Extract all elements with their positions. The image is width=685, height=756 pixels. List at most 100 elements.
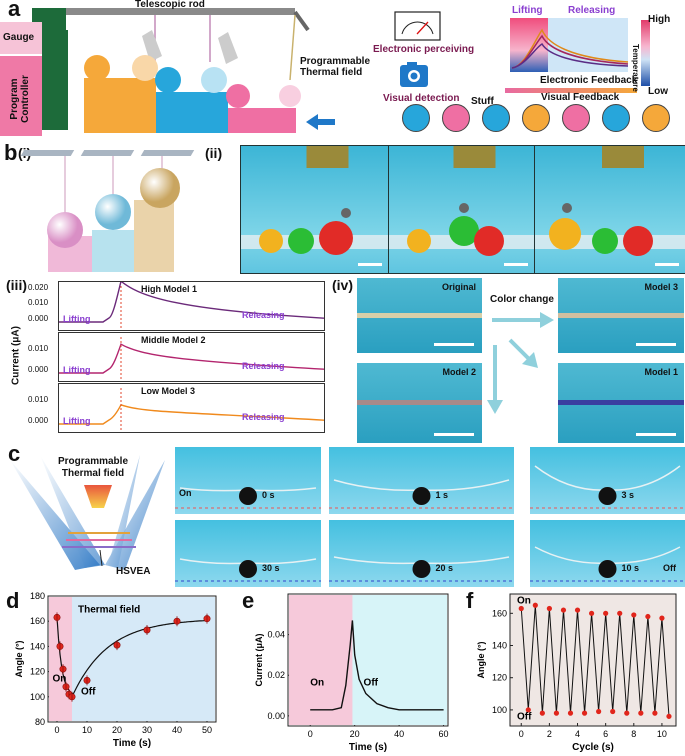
b-iii-trace-line [59,279,325,323]
c-time-label: 1 s [435,490,449,500]
c-thermal-field-label: Programmable Thermal field [57,456,129,479]
b-iii-ytick: 0.010 [28,344,49,353]
data-point [631,612,637,618]
scale-bar [504,263,528,266]
electronic-perceiving-label: Electronic perceiving [373,44,475,55]
c-photo-scene [329,556,514,582]
b-iii-trace-line [59,343,325,374]
thermal-region [72,597,215,721]
b-ii-photo-scene [389,146,534,256]
x-tick-label: 10 [657,729,667,739]
off-region [352,595,447,725]
data-point [581,710,588,716]
c-photo: 0 s On [175,447,321,514]
y-tick-label: 0.02 [267,670,285,680]
data-point [560,607,567,613]
color-change-label: Color change [490,294,554,305]
y-tick-label: 120 [30,667,45,677]
b-iv-photo-label: Model 1 [644,367,678,377]
c-photo-scene [530,465,685,509]
off-label: Off [81,686,96,697]
data-point [553,710,560,716]
x-tick-label: 50 [202,725,212,735]
data-point [645,613,651,620]
c-photo: 3 s [530,447,685,514]
program-controller-label: Program Controller [9,75,31,123]
c-time-label: 10 s [621,563,640,573]
off-label: Off [517,712,532,723]
data-point [532,602,538,608]
y-tick-label: 80 [35,717,45,727]
color-change-arrows [487,312,554,414]
x-tick-label: 20 [350,729,360,739]
releasing-label-a: Releasing [568,5,616,16]
b-iii-trace-name: Low Model 3 [141,386,195,396]
x-tick-label: 30 [142,725,152,735]
scale-bar [655,263,679,266]
data-point [666,713,672,719]
data-point [588,610,595,616]
y-tick-label: 160 [492,608,507,618]
scale-bar [434,433,474,436]
b-iv-photo-label: Original [441,282,476,292]
y-axis-label: Current (μA) [254,633,264,686]
panel-a-schematic [0,8,650,136]
x-axis-label: Time (s) [113,738,151,749]
c-photo-scene [175,558,321,582]
b-iii-ytick: 0.000 [28,314,49,323]
x-tick-label: 40 [172,725,182,735]
data-point [652,710,658,716]
y-tick-label: 100 [30,692,45,702]
thermal-field-label: Thermal field [78,604,140,615]
electronic-feedback-label: Electronic Feedback [540,75,638,86]
b-ii-photo-scene [535,146,685,256]
data-point [518,605,524,612]
stuff-ball [642,104,670,132]
data-point [610,708,616,715]
y-axis-label: Angle (°) [14,640,24,677]
c-on-label: On [179,488,192,498]
b-iv-photo: Model 2 [357,363,482,443]
b-iv-photo-label: Model 3 [644,282,678,292]
c-photo-scene [175,487,321,509]
data-point [624,710,630,716]
c-photo: 30 s [175,520,321,587]
b-iii-trace-plot [59,337,325,381]
stuff-ball [442,104,470,132]
b-iii-trace-name: High Model 1 [141,284,197,294]
c-time-label: 0 s [262,490,275,500]
hsvea-label: HSVEA [116,566,151,577]
data-point [539,710,545,716]
panel-e-label: e [242,588,255,613]
lifting-label-a: Lifting [512,5,543,16]
x-axis-label: Cycle (s) [572,742,614,753]
data-point [546,605,552,612]
b-iii-ytick: 0.010 [28,395,49,404]
stuff-ball [602,104,630,132]
panel-f-label: f [466,588,474,613]
scale-bar [636,433,676,436]
stuff-ball [522,104,550,132]
b-iv-photo: Model 3 [558,278,684,353]
y-tick-label: 160 [30,616,45,626]
thermal-field-label: Programmable Thermal field [300,56,371,78]
angle-trace [520,605,670,717]
x-tick-label: 0 [519,729,524,739]
y-tick-label: 140 [30,641,45,651]
scale-bar [434,343,474,346]
fiber-strip [558,400,684,405]
panel-c-label: c [8,441,21,466]
visual-feedback-label: Visual Feedback [541,92,620,103]
x-tick-label: 0 [54,725,59,735]
b-iv-photo: Model 1 [558,363,684,443]
c-time-label: 30 s [262,563,280,573]
data-point [567,710,574,716]
b-iii-ytick: 0.010 [28,298,49,307]
stuff-row [402,104,684,132]
fiber-strip [357,312,482,318]
stuff-ball [402,104,430,132]
